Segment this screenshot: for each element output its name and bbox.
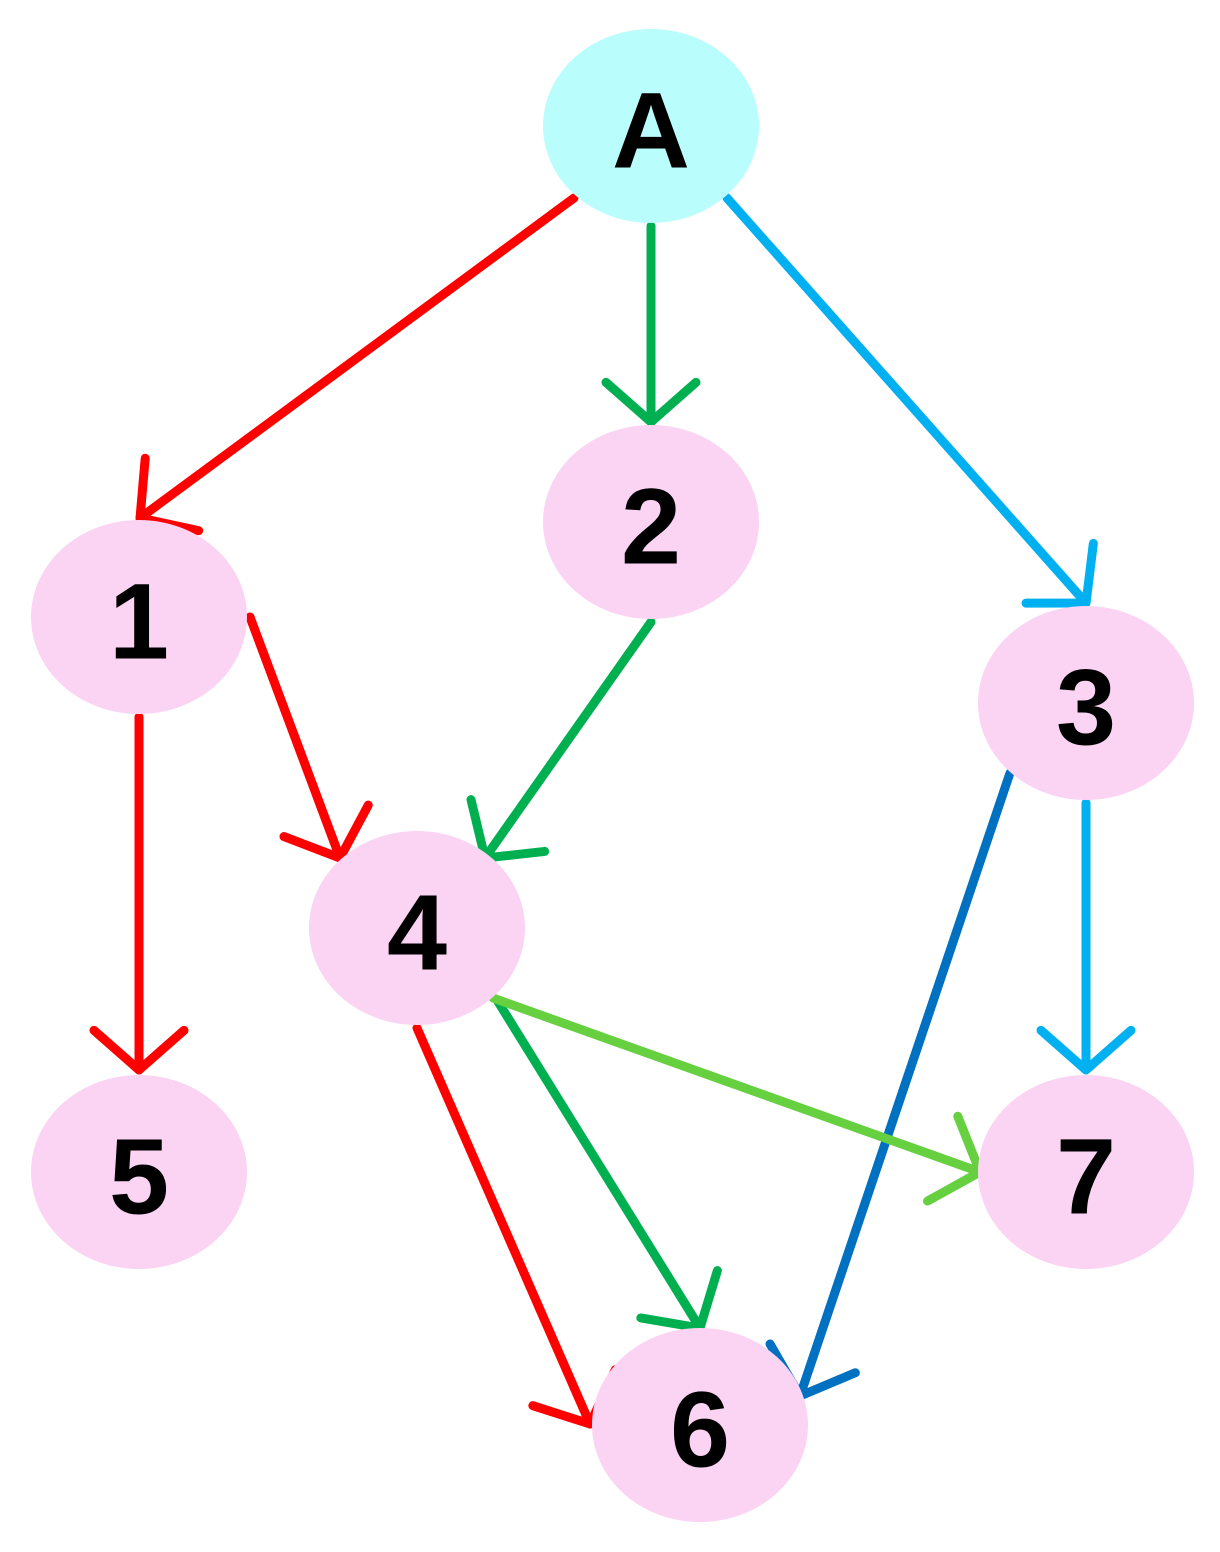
node-label: 3 <box>1056 647 1116 768</box>
node-label: 5 <box>109 1116 169 1237</box>
node-circle <box>543 425 759 619</box>
node-5: 5 <box>31 1075 247 1269</box>
node-A: A <box>543 29 759 223</box>
arrowhead-icon <box>279 800 373 863</box>
node-label: 6 <box>670 1369 730 1490</box>
node-4: 4 <box>309 831 525 1025</box>
arrowhead-icon <box>89 1025 189 1075</box>
nodes-layer: A 1 2 3 4 5 6 7 <box>31 29 1194 1522</box>
edge-line <box>135 193 579 523</box>
edge-4-to-6 <box>412 1023 620 1429</box>
node-7: 7 <box>978 1075 1194 1269</box>
edge-line <box>492 995 705 1333</box>
node-label: 2 <box>621 466 681 587</box>
node-label: 1 <box>109 561 169 682</box>
node-circle <box>978 1075 1194 1269</box>
edge-line <box>722 193 1091 608</box>
edge-4-to-7 <box>488 993 985 1206</box>
node-2: 2 <box>543 425 759 619</box>
edge-line <box>412 1023 595 1429</box>
edge-A-to-2 <box>601 221 701 427</box>
node-label: 7 <box>1056 1116 1116 1237</box>
node-6: 6 <box>592 1328 808 1522</box>
edge-1-to-5 <box>89 712 189 1075</box>
edge-line <box>480 617 656 863</box>
node-1: 1 <box>31 520 247 714</box>
edge-3-to-6 <box>765 768 1015 1401</box>
node-3: 3 <box>978 606 1194 800</box>
node-circle <box>31 520 247 714</box>
node-label: 4 <box>387 872 447 993</box>
edge-A-to-1 <box>135 193 579 536</box>
node-circle <box>31 1075 247 1269</box>
node-circle <box>592 1328 808 1522</box>
root-node-circle <box>543 29 759 223</box>
edges-layer <box>89 193 1136 1429</box>
arrowhead-icon <box>601 377 701 427</box>
edge-line <box>245 612 345 863</box>
arrowhead-icon <box>1021 538 1098 608</box>
arrowhead-icon <box>135 453 204 536</box>
edge-1-to-4 <box>245 612 373 863</box>
edge-line <box>795 768 1015 1401</box>
arrowhead-icon <box>1036 1025 1136 1075</box>
edge-2-to-4 <box>466 617 656 863</box>
node-circle <box>309 831 525 1025</box>
edge-A-to-3 <box>722 193 1098 608</box>
edge-line <box>488 993 985 1177</box>
node-circle <box>978 606 1194 800</box>
edge-3-to-7 <box>1036 798 1136 1075</box>
node-label: A <box>612 70 690 191</box>
